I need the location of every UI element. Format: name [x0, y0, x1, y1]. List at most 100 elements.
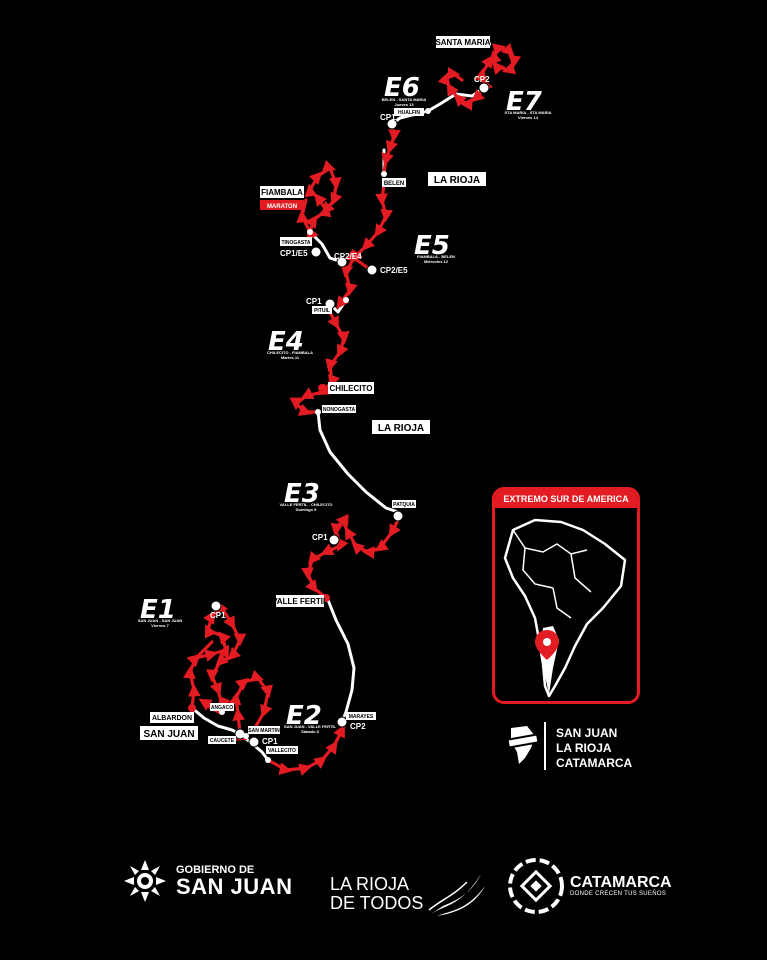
town-dot-caucete [243, 733, 249, 739]
town-dot-chilecito [318, 384, 326, 392]
cp-label-e1: CP1 [210, 611, 226, 620]
cp-marker-e7 [478, 82, 490, 94]
cp-marker-e6 [386, 118, 398, 130]
stage-e1-route [190, 608, 240, 708]
place-valle-fertil: VALLE FERTIL [272, 597, 328, 606]
region-item: LA RIOJA [556, 741, 612, 755]
la-rioja-line1: LA RIOJA [330, 874, 410, 894]
regions-list: SAN JUAN LA RIOJA CATAMARCA [556, 726, 632, 771]
stage-e7-route-label: STA MARIA - STA MARIA [505, 110, 552, 115]
stage-e1-day: Viernes 7 [151, 623, 169, 628]
south-america-map [503, 518, 627, 698]
place-vallecito: VALLECITO [268, 748, 296, 754]
south-america-inset: EXTREMO SUR DE AMERICA [492, 487, 640, 704]
town-dot-belen [381, 171, 387, 177]
catamarca-emblem-icon [508, 858, 564, 914]
place-san-juan: SAN JUAN [143, 729, 194, 740]
cp-marker-marayes [336, 716, 348, 728]
stage-e6-code: E6 [384, 73, 420, 103]
place-marayes: MARAYES [349, 714, 374, 720]
stage-e3-code: E3 [284, 479, 320, 509]
stage-e3-day: Domingo 9 [296, 507, 317, 512]
cp-label-e5-a: CP1/E5 [280, 249, 308, 258]
stage-e6-day: Jueves 13 [394, 102, 414, 107]
region-item: SAN JUAN [556, 726, 618, 740]
town-dot-tinogasta [307, 229, 313, 235]
cp-marker-e2 [248, 736, 260, 748]
place-caucete: CAUCETE [210, 738, 235, 744]
cp-label-e4-b: CP2/E4 [334, 252, 362, 261]
place-maraton: MARATON [267, 204, 297, 210]
cp-marker-e5-a [310, 246, 322, 258]
place-hualfin: HUALFIN [398, 110, 420, 116]
rally-logo-icon [506, 726, 540, 764]
stage-e3-route [301, 513, 401, 600]
cp-label-e3: CP1 [312, 533, 328, 542]
region-la-rioja-south: LA RIOJA [378, 423, 424, 434]
place-angaco: ANGACO [211, 705, 233, 711]
stage-e7-day: Viernes 14 [518, 115, 539, 120]
stage-e2-route-label: SAN JUAN - VALLE FERTIL [284, 724, 336, 729]
cp-label-e7: CP2 [474, 75, 490, 84]
gobierno-san-juan-logo: GOBIERNO DE SAN JUAN [122, 858, 292, 904]
cp-marker-e1 [210, 600, 222, 612]
stage-e7-route [446, 48, 514, 104]
regions-divider [544, 722, 546, 770]
stage-e6-route [381, 122, 401, 174]
la-rioja-line2: DE TODOS [330, 893, 424, 913]
cp-label-e2: CP1 [262, 737, 278, 746]
stage-e5-day: Miércoles 12 [424, 259, 449, 264]
town-dot-pituil [343, 297, 349, 303]
catamarca-name: CATAMARCA [570, 874, 672, 891]
cp-marker-patquia [392, 510, 404, 522]
catamarca-logo: CATAMARCA DONDE CRECEN TUS SUEÑOS [506, 856, 672, 916]
town-dot-vallecito [265, 757, 271, 763]
catamarca-slogan: DONDE CRECEN TUS SUEÑOS [570, 891, 667, 897]
stage-e3-route-label: VALLE FERTIL - CHILECITO [280, 502, 333, 507]
town-dot-hualfin [425, 108, 431, 114]
la-rioja-de-todos-logo: LA RIOJA DE TODOS [330, 870, 487, 918]
liaison-valle-fertil-marayes [326, 598, 356, 724]
stage-e1-code: E1 [140, 595, 176, 625]
liaison-albardon-angaco [190, 706, 242, 736]
stage-e5-route-label: FIAMBALA - BELEN [417, 254, 455, 259]
place-santa-maria: SANTA MARIA [435, 38, 490, 47]
stage-e5-route [340, 182, 386, 304]
cp-label-marayes: CP2 [350, 722, 366, 731]
cp-label-e5-b: CP2/E5 [380, 266, 408, 275]
cp-label-e4-a: CP1 [306, 297, 322, 306]
liaison-chilecito-patquia [316, 410, 400, 514]
stage-e2-code: E2 [286, 701, 322, 731]
region-item: CATAMARCA [556, 756, 633, 770]
san-juan-gov-bottom: SAN JUAN [176, 873, 293, 899]
place-patquia: PATQUIA [393, 502, 415, 508]
stage-e4-code: E4 [268, 327, 304, 357]
stage-fiambala-loop [302, 168, 336, 232]
place-chilecito: CHILECITO [330, 384, 373, 393]
town-dot-nonogasta [315, 409, 321, 415]
place-belen: BELEN [384, 181, 404, 187]
place-albardon: ALBARDON [152, 715, 192, 722]
stage-e4-day: Martes 11 [281, 355, 300, 360]
cp-marker-e3 [328, 534, 340, 546]
inset-title: EXTREMO SUR DE AMERICA [495, 490, 637, 508]
stage-e4-route-label: CHILECITO - FIAMBALA [267, 350, 313, 355]
cp-label-e6: CP1 [380, 113, 396, 122]
town-dot-albardon [188, 704, 196, 712]
stage-e5-code: E5 [414, 231, 450, 261]
stage-e2-route [236, 678, 342, 770]
sun-icon [124, 860, 166, 902]
stage-e1-route-label: SAN JUAN - SAN JUAN [138, 618, 183, 623]
san-juan-gov-top: GOBIERNO DE [176, 863, 255, 876]
cp-marker-e4-b [336, 256, 348, 268]
stage-e2-day: Sábado 8 [301, 729, 320, 734]
place-fiambala: FIAMBALA [261, 188, 303, 197]
stage-e6-route-label: BELEN - SANTA MARIA [382, 97, 427, 102]
place-nonogasta: NONOGASTA [323, 407, 356, 413]
place-pituil: PITUIL [314, 308, 330, 314]
region-la-rioja-north: LA RIOJA [434, 175, 480, 186]
stage-e7-code: E7 [506, 87, 543, 117]
place-tinogasta: TINOGASTA [281, 240, 310, 246]
place-san-martin: SAN MARTIN [248, 728, 280, 734]
